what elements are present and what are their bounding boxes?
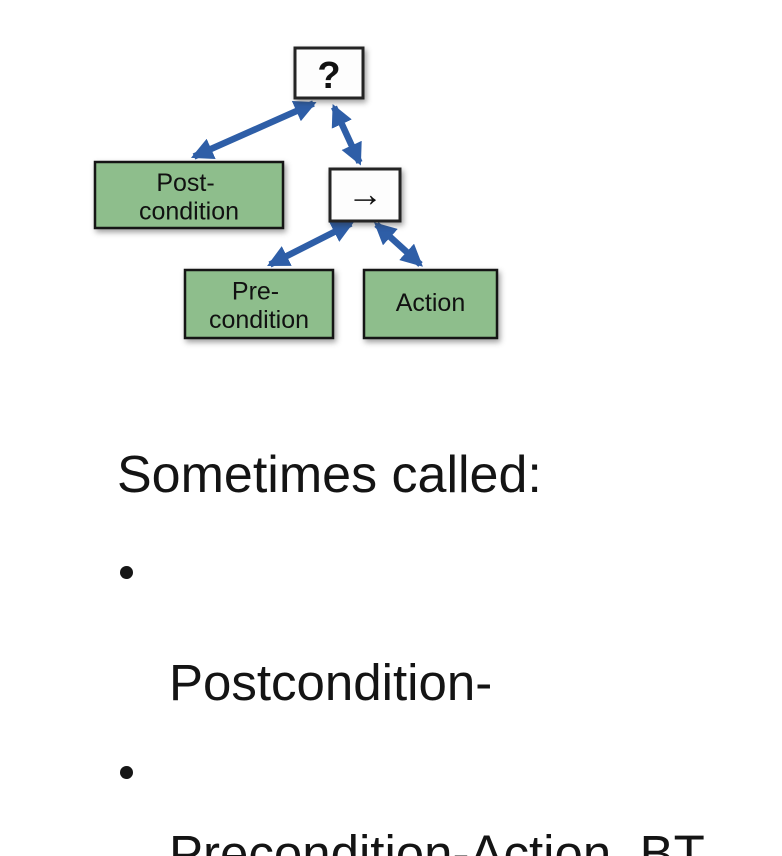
bullet-line: Postcondition- bbox=[169, 654, 493, 711]
edge-fallback-sequence bbox=[331, 103, 363, 166]
svg-text:Pre- condition: Pre- condition bbox=[209, 278, 309, 335]
precondition-label-line2: condition bbox=[209, 306, 309, 334]
node-action: Action bbox=[362, 268, 499, 340]
node-postcondition: Post- condition bbox=[93, 160, 285, 230]
node-sequence: → bbox=[328, 167, 402, 223]
bullet-line: Precondition-Action BT bbox=[169, 825, 705, 856]
bullet-line: Make-sure BT bbox=[169, 854, 489, 856]
bullet-marker bbox=[120, 766, 133, 779]
edge-sequence-precondition bbox=[267, 220, 354, 268]
bullet-item-ppa-bt: Postcondition- Precondition-Action BT (P… bbox=[120, 540, 705, 856]
edge-sequence-action bbox=[374, 222, 423, 267]
node-precondition: Pre- condition bbox=[183, 268, 335, 340]
postcondition-label-line2: condition bbox=[139, 198, 239, 226]
svg-text:Post- condition: Post- condition bbox=[139, 169, 239, 226]
sequence-arrow-glyph: → bbox=[347, 173, 383, 214]
heading: Sometimes called: bbox=[117, 446, 542, 504]
fallback-question-glyph: ? bbox=[317, 55, 340, 97]
postcondition-label-line1: Post- bbox=[156, 169, 214, 197]
edge-fallback-postcondition bbox=[190, 100, 317, 160]
bullet-item-make-sure-bt: Make-sure BT bbox=[120, 740, 489, 856]
bullet-marker bbox=[120, 566, 133, 579]
bullet-text: Postcondition- Precondition-Action BT (P… bbox=[169, 540, 705, 856]
precondition-label-line1: Pre- bbox=[232, 278, 279, 306]
action-label: Action bbox=[396, 289, 465, 317]
node-fallback: ? bbox=[293, 46, 365, 100]
behavior-tree-diagram: ? Post- condition → Pre- condition A bbox=[93, 46, 499, 340]
bullet-text: Make-sure BT bbox=[169, 740, 489, 856]
